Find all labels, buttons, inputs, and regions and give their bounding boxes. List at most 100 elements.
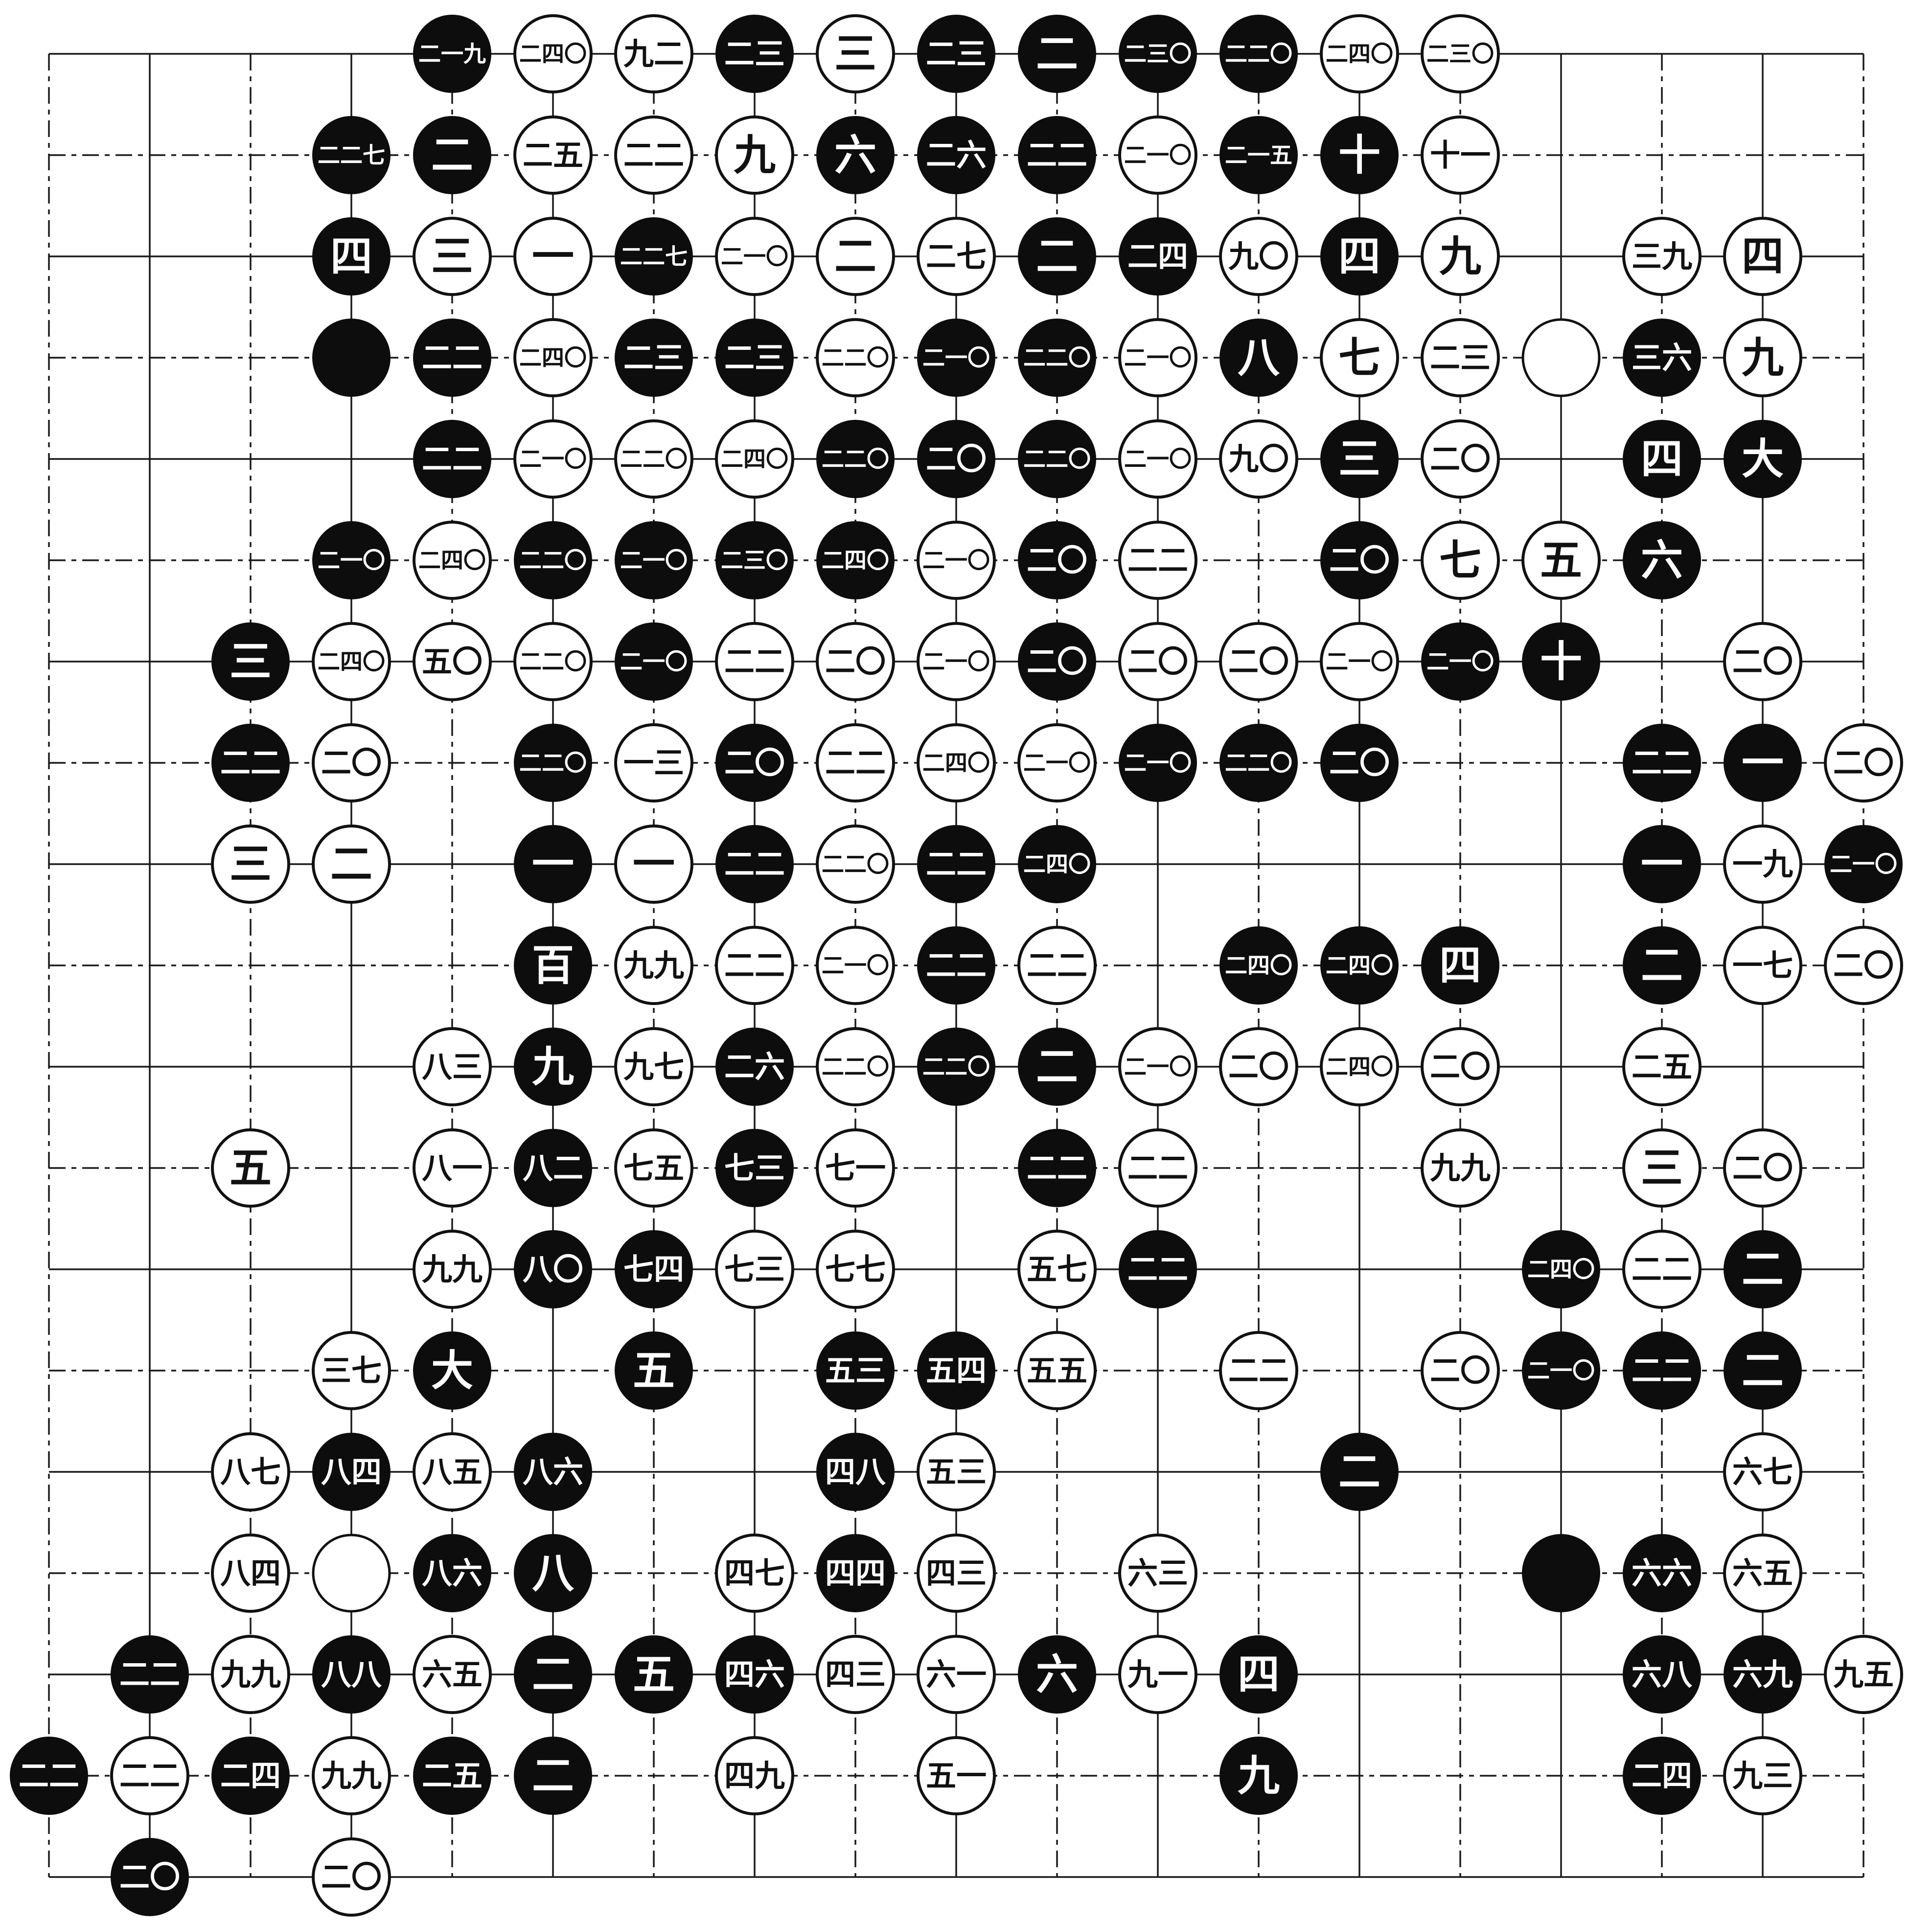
stone-move-number: 二〇	[724, 745, 785, 781]
stone-move-number: 七	[1439, 536, 1481, 585]
stone-disc	[313, 1535, 390, 1611]
white-stone: 五一	[918, 1738, 994, 1814]
white-stone: 一三	[616, 725, 692, 801]
white-stone: 五三	[918, 1434, 994, 1510]
white-stone: 二〇	[313, 1839, 390, 1915]
white-stone: 三七	[313, 1332, 390, 1409]
black-stone: 四六	[716, 1636, 793, 1713]
black-stone: 九	[515, 1029, 591, 1105]
white-stone: 二〇	[1725, 623, 1801, 700]
stone-move-number: 九一	[1127, 1657, 1188, 1693]
white-stone: 九〇	[1220, 218, 1297, 295]
white-stone: 二一〇	[1120, 1029, 1196, 1105]
white-stone: 四九	[716, 1738, 793, 1814]
stone-move-number: 四三	[825, 1657, 886, 1693]
black-stone: 二四	[1624, 1738, 1700, 1814]
stone-move-number: 二二〇	[822, 344, 889, 371]
stone-move-number: 一	[633, 840, 675, 889]
stone-move-number: 二	[532, 1751, 574, 1801]
stone-move-number: 六一	[926, 1657, 987, 1693]
stone-move-number: 九九	[220, 1657, 281, 1693]
white-stone: 九	[1422, 218, 1498, 295]
white-stone: 九九	[616, 927, 692, 1004]
white-stone: 九	[1725, 320, 1801, 396]
stone-move-number: 二	[1742, 1346, 1784, 1396]
white-stone: 五七	[1019, 1231, 1095, 1307]
stone-move-number: 二一〇	[620, 648, 688, 675]
stone-move-number: 十	[1540, 637, 1582, 687]
stone-move-number: 二二〇	[1225, 41, 1292, 67]
black-stone: 二四〇	[1019, 826, 1095, 902]
white-stone	[1523, 320, 1599, 396]
white-stone: 二一〇	[1120, 421, 1196, 497]
stone-move-number: 九七	[623, 1049, 684, 1085]
stone-move-number: 九三	[1732, 1758, 1793, 1794]
black-stone: 四	[1220, 1636, 1297, 1713]
stone-move-number: 二四〇	[721, 446, 788, 472]
white-stone: 七五	[616, 1130, 692, 1206]
black-stone: 二六	[716, 1029, 793, 1105]
white-stone: 二〇	[817, 623, 894, 700]
black-stone: 二三	[616, 320, 692, 396]
black-stone	[1523, 1535, 1599, 1611]
black-stone: 十	[1523, 623, 1599, 700]
white-stone: 二一〇	[1321, 623, 1398, 700]
stone-move-number: 八〇	[523, 1252, 583, 1287]
stone-move-number: 二二	[422, 340, 483, 376]
stone-move-number: 八六	[422, 1556, 483, 1591]
white-stone: 二二	[1624, 1231, 1700, 1307]
stone-move-number: 二二〇	[519, 648, 587, 675]
stone-move-number: 二一〇	[1124, 750, 1192, 776]
stone-move-number: 二五	[422, 1758, 483, 1794]
stone-move-number: 二一〇	[1326, 648, 1393, 675]
black-stone: 二三〇	[1120, 16, 1196, 92]
stone-move-number: 十	[1338, 131, 1380, 180]
stone-move-number: 五三	[825, 1353, 886, 1389]
stone-move-number: 二〇	[1127, 644, 1188, 680]
white-stone: 八七	[212, 1434, 289, 1510]
stone-move-number: 九	[532, 1042, 574, 1092]
black-stone: 二二	[1624, 1332, 1700, 1409]
black-stone: 二	[414, 117, 490, 193]
black-stone: 八〇	[515, 1231, 591, 1307]
white-stone: 九〇	[1220, 421, 1297, 497]
white-stone: 二四〇	[918, 725, 994, 801]
stone-move-number: 二二	[1127, 543, 1188, 578]
stone-move-number: 九九	[321, 1758, 382, 1794]
stone-move-number: 二一〇	[1124, 446, 1192, 472]
stone-move-number: 七三	[724, 1150, 785, 1186]
black-stone: 二三	[918, 16, 994, 92]
stone-move-number: 九	[1742, 333, 1784, 383]
stone-move-number: 八六	[523, 1454, 583, 1490]
stone-move-number: 九九	[623, 948, 684, 984]
black-stone: 二六	[918, 117, 994, 193]
white-stone: 四七	[716, 1535, 793, 1611]
stone-move-number: 二二	[1027, 1150, 1087, 1186]
white-stone: 二二〇	[616, 421, 692, 497]
black-stone: 三	[1321, 421, 1398, 497]
stone-move-number: 二二	[1127, 1252, 1188, 1287]
white-stone: 八五	[414, 1434, 490, 1510]
stone-disc	[1523, 320, 1599, 396]
stone-move-number: 二二	[926, 948, 987, 984]
black-stone: 二二〇	[1019, 421, 1095, 497]
stone-move-number: 二	[1641, 941, 1683, 990]
black-stone: 二〇	[1019, 623, 1095, 700]
stone-move-number: 二二〇	[822, 1054, 889, 1080]
white-stone: 四三	[817, 1636, 894, 1713]
stone-move-number: 二四〇	[519, 41, 587, 67]
stone-move-number: 二三〇	[721, 547, 788, 573]
white-stone: 二〇	[1825, 927, 1902, 1004]
stone-move-number: 二一〇	[1830, 851, 1897, 877]
white-stone: 二〇	[1725, 1130, 1801, 1206]
stone-move-number: 三六	[1632, 340, 1692, 376]
white-stone: 二一〇	[1120, 117, 1196, 193]
black-stone: 二二	[918, 927, 994, 1004]
black-stone: 二二	[212, 725, 289, 801]
stone-move-number: 二四〇	[1326, 952, 1393, 979]
stone-move-number: 二	[1036, 29, 1078, 79]
white-stone: 二二〇	[817, 320, 894, 396]
stone-move-number: 四	[1641, 435, 1683, 484]
black-stone: 二	[1019, 218, 1095, 295]
white-stone: 九九	[212, 1636, 289, 1713]
